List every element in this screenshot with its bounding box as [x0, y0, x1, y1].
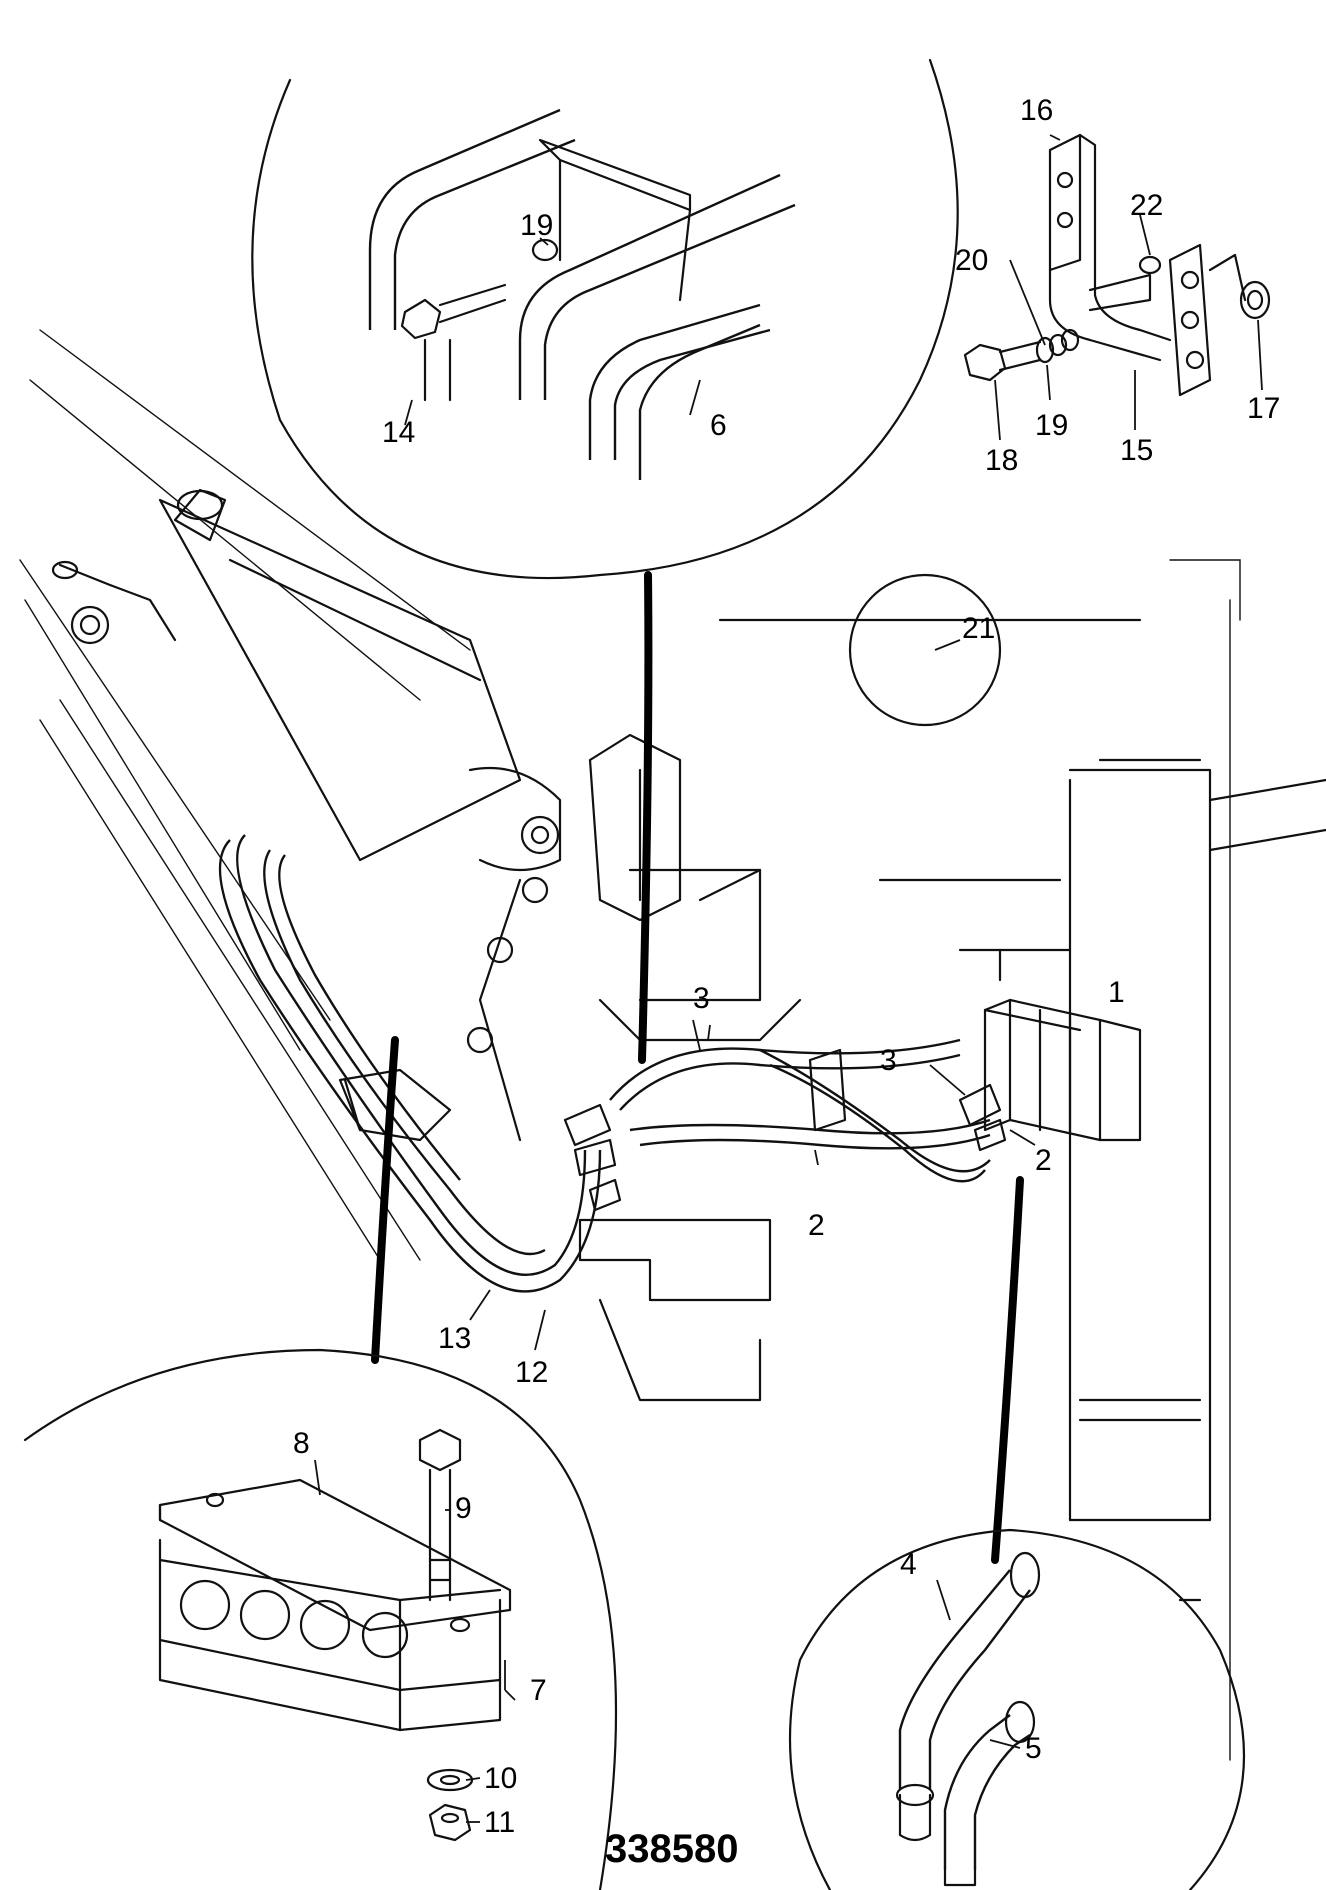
callout-5: 5	[1025, 1732, 1042, 1765]
callout-21: 21	[962, 612, 995, 645]
callout-6: 6	[710, 409, 727, 442]
callout-12: 12	[515, 1356, 548, 1389]
callout-4: 4	[900, 1548, 917, 1581]
callout-labels: 1 2 2 3 3 4 5 6 7 8 9 10 11 12 13 14 15 …	[293, 94, 1280, 1839]
callout-16: 16	[1020, 94, 1053, 127]
callout-17: 17	[1247, 392, 1280, 425]
bracket-assembly	[963, 133, 1271, 397]
callout-9: 9	[455, 1492, 472, 1525]
callout-20: 20	[955, 244, 988, 277]
callout-19b: 19	[1035, 409, 1068, 442]
callout-2b: 2	[808, 1209, 825, 1242]
detail-link-lines	[371, 571, 1024, 1564]
figure-number: 338580	[605, 1827, 738, 1871]
machine-frame	[19, 329, 1326, 1761]
callout-22: 22	[1130, 189, 1163, 222]
callout-10: 10	[484, 1762, 517, 1795]
callout-7: 7	[530, 1674, 547, 1707]
callout-leaders	[314, 134, 1263, 1823]
callout-19a: 19	[520, 209, 553, 242]
detail-circle-elbows	[788, 1528, 1246, 1890]
callout-13: 13	[438, 1322, 471, 1355]
hose-runs	[218, 834, 1007, 1293]
callout-2a: 2	[1035, 1144, 1052, 1177]
callout-14: 14	[382, 416, 415, 449]
callout-8: 8	[293, 1427, 310, 1460]
callout-11: 11	[484, 1806, 515, 1839]
detail-circle-pipes	[251, 58, 959, 580]
callout-3b: 3	[880, 1044, 897, 1077]
detail-circle-clamp	[23, 1348, 618, 1890]
callout-18: 18	[985, 444, 1018, 477]
callout-1: 1	[1108, 976, 1125, 1009]
callout-15: 15	[1120, 434, 1153, 467]
callout-3a: 3	[693, 982, 710, 1015]
